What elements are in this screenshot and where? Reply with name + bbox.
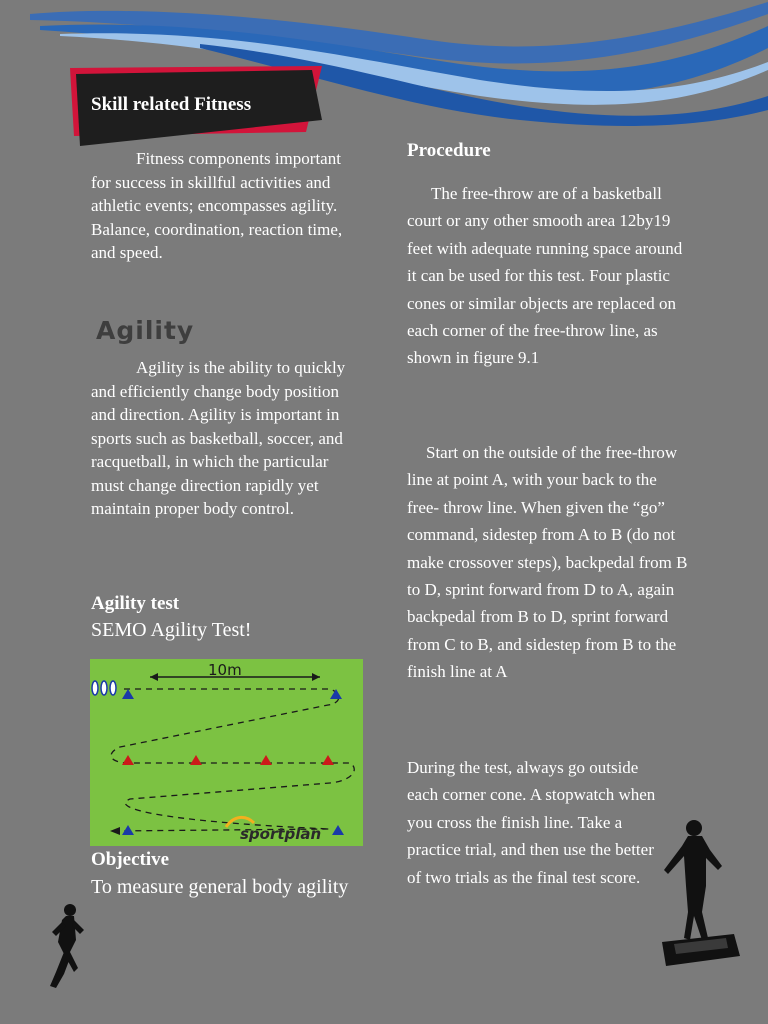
sportplan-logo-icon	[224, 816, 256, 828]
agility-test-heading: Agility test	[91, 593, 180, 614]
player-marker	[100, 680, 108, 696]
runner-figure-icon	[50, 904, 84, 988]
distance-label: 10m	[208, 661, 242, 679]
cone-red	[260, 755, 272, 765]
cone-red	[322, 755, 334, 765]
intro-text: Fitness components important for success…	[91, 149, 343, 262]
objective-text: To measure general body agility	[91, 876, 349, 898]
agility-test-subheading: SEMO Agility Test!	[91, 619, 252, 641]
cone-blue	[122, 825, 134, 835]
decorative-swoosh	[30, 2, 768, 126]
title-banner	[70, 66, 322, 146]
run-path	[109, 688, 355, 832]
semo-agility-diagram: 10m sportplan	[90, 659, 363, 846]
agility-heading: Agility	[96, 316, 195, 345]
cone-red	[122, 755, 134, 765]
sportplan-logo-text: sportplan	[240, 825, 321, 843]
step-exercise-figure-icon	[662, 820, 740, 966]
procedure-paragraph-2: Start on the outside of the free-throw l…	[407, 443, 688, 682]
agility-text: Agility is the ability to quickly and ef…	[91, 358, 346, 518]
objective-heading: Objective	[91, 849, 170, 870]
cone-blue	[330, 689, 342, 699]
player-marker	[109, 680, 117, 696]
cone-blue	[122, 689, 134, 699]
procedure-heading: Procedure	[407, 140, 491, 161]
cone-red	[190, 755, 202, 765]
player-marker	[91, 680, 99, 696]
cone-blue	[332, 825, 344, 835]
procedure-paragraph-1: The free-throw are of a basketball court…	[407, 184, 683, 368]
procedure-paragraph-3: During the test, always go outside each …	[407, 758, 656, 887]
banner-title: Skill related Fitness	[91, 94, 252, 115]
